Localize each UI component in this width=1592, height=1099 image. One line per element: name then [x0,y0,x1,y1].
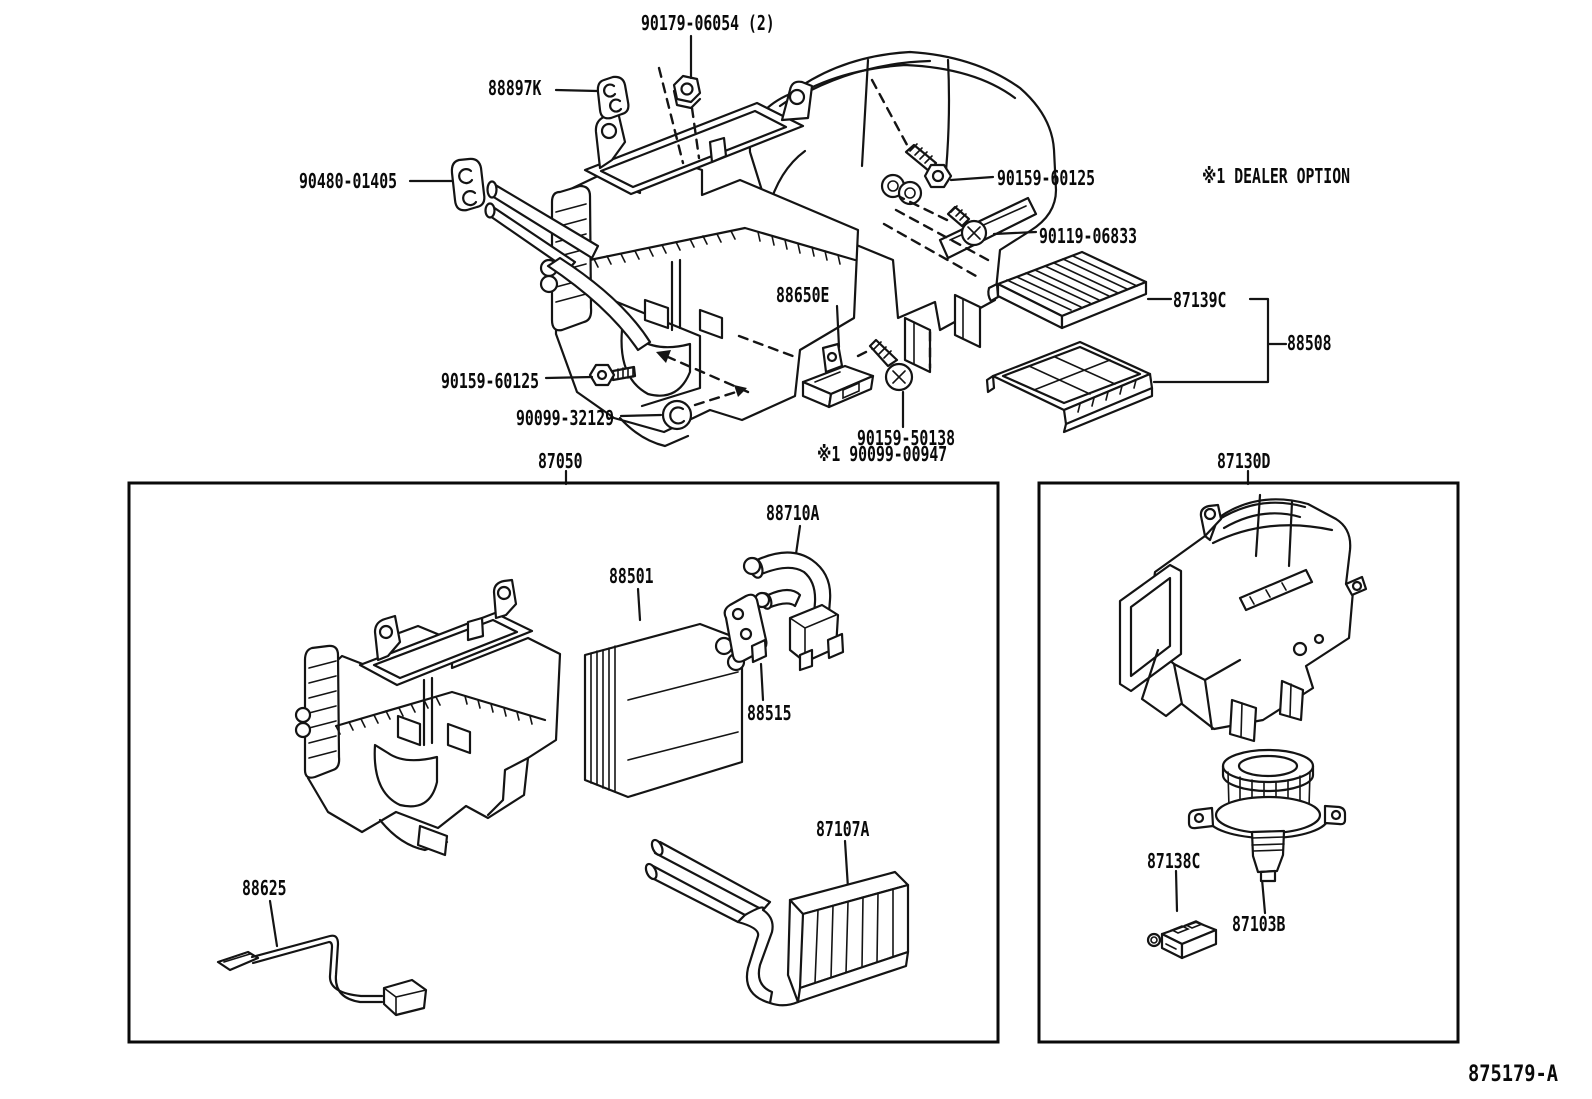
gasket-88897K-drawing [596,75,630,120]
filter-tray-88508-drawing [985,340,1154,434]
callout-90159-60125-right: 90159-60125 [997,166,1096,190]
callout-88650E: 88650E [776,283,830,307]
callout-90099-00947: ※1 90099-00947 [817,442,948,466]
callout-88515: 88515 [747,701,792,725]
heater-unit-assembly-drawing [484,50,1058,448]
heater-unit-87050-box [127,481,1000,1044]
filter-87139C-drawing [987,250,1148,330]
callout-88501: 88501 [609,564,654,588]
callout-90159-50138: 90159-50138 [857,426,956,450]
valve-88515-drawing [723,593,768,664]
blower-case-drawing [1118,493,1368,743]
callout-90119-06833: 90119-06833 [1039,224,1138,248]
callout-87139C: 87139C [1173,288,1227,312]
evaporator-core-88501-drawing [583,622,746,799]
dealer-option-note: ※1 DEALER OPTION [1202,164,1351,188]
tube-assy-88710A-drawing [742,551,845,672]
callout-88897K: 88897K [488,76,542,100]
resistor-88650E-drawing [801,342,875,409]
gasket-90480-drawing [450,157,486,212]
callout-88625: 88625 [242,876,287,900]
blower-motor-87103B-drawing [1187,748,1347,883]
heater-core-87107A-drawing [644,838,910,1007]
callout-87107A: 87107A [816,817,870,841]
screw-90159-50138-drawing [868,338,914,392]
callout-90099-32129: 90099-32129 [516,406,615,430]
callout-87103B: 87103B [1232,912,1286,936]
grommet-90099-32129-drawing [661,399,693,431]
callout-87050: 87050 [538,449,583,473]
callout-90179-06054: 90179-06054 (2) [641,11,775,35]
bolt-90119-drawing [946,205,988,247]
callout-87130D: 87130D [1217,449,1271,473]
drawing-code: 875179-A [1468,1062,1559,1087]
callout-90480-01405: 90480-01405 [299,169,398,193]
nut-90179-drawing [672,74,702,110]
callout-87138C: 87138C [1147,849,1201,873]
callout-90159-60125-left: 90159-60125 [441,369,540,393]
thermistor-88625-drawing [216,934,428,1017]
blower-unit-87130D-box [1037,481,1460,1044]
resistor-87138C-drawing [1146,920,1218,960]
callout-88710A: 88710A [766,501,820,525]
screw-90159-60125-left-drawing [588,363,637,387]
screw-90159-60125-right-drawing [904,143,953,189]
callout-88508: 88508 [1287,331,1332,355]
evaporator-case-drawing [294,578,562,857]
